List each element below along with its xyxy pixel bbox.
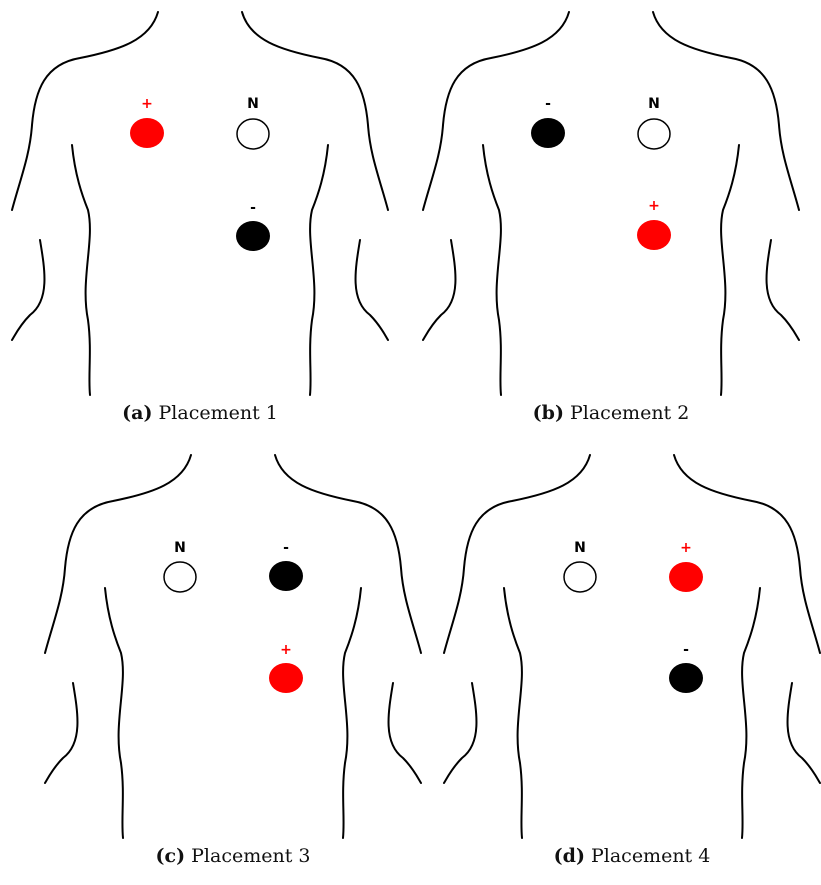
torso-outline: N - +	[33, 443, 433, 843]
electrode-positive-sign: +	[680, 540, 692, 556]
placement-panel-1: + N - (a) Placement 1	[0, 0, 410, 442]
torso-outline: N + -	[432, 443, 821, 843]
caption-title: Placement 4	[591, 845, 710, 867]
placement-panel-4: N + - (d) Placement 4	[432, 443, 821, 885]
electrode-positive-sign: +	[280, 642, 292, 658]
caption-letter: (c)	[156, 845, 186, 867]
caption: (c) Placement 3	[33, 845, 433, 867]
electrode-negative-sign: -	[283, 540, 289, 556]
caption-letter: (b)	[533, 402, 564, 424]
electrode-neutral: N	[237, 96, 269, 149]
electrode-negative-sign: -	[683, 642, 689, 658]
electrode-neutral-sign: N	[247, 96, 259, 112]
caption-title: Placement 2	[570, 402, 689, 424]
caption: (d) Placement 4	[432, 845, 821, 867]
electrode-negative: -	[669, 642, 703, 693]
electrode-positive-sign: +	[648, 198, 660, 214]
electrode-neutral-sign: N	[574, 540, 586, 556]
electrode-negative-sign: -	[545, 96, 551, 112]
caption-title: Placement 1	[159, 402, 278, 424]
electrode-neutral: N	[564, 540, 596, 592]
caption-letter: (a)	[122, 402, 152, 424]
torso-outline: + N -	[0, 0, 400, 400]
electrode-negative: -	[269, 540, 303, 591]
electrode-negative: -	[236, 200, 270, 251]
electrode-neutral: N	[164, 540, 196, 592]
electrode-negative: -	[531, 96, 565, 148]
electrode-positive: +	[637, 198, 671, 250]
caption: (b) Placement 2	[411, 402, 811, 424]
placement-panel-2: - N + (b) Placement 2	[411, 0, 821, 442]
placement-panel-3: N - + (c) Placement 3	[33, 443, 443, 885]
torso-outline: - N +	[411, 0, 811, 400]
electrode-positive-sign: +	[141, 96, 153, 112]
electrode-positive: +	[269, 642, 303, 693]
electrode-negative-sign: -	[250, 200, 256, 216]
caption: (a) Placement 1	[0, 402, 400, 424]
electrode-positive: +	[130, 96, 164, 148]
electrode-neutral-sign: N	[648, 96, 660, 112]
electrode-positive: +	[669, 540, 703, 592]
caption-letter: (d)	[554, 845, 585, 867]
electrode-neutral: N	[638, 96, 670, 149]
electrode-neutral-sign: N	[174, 540, 186, 556]
caption-title: Placement 3	[191, 845, 310, 867]
